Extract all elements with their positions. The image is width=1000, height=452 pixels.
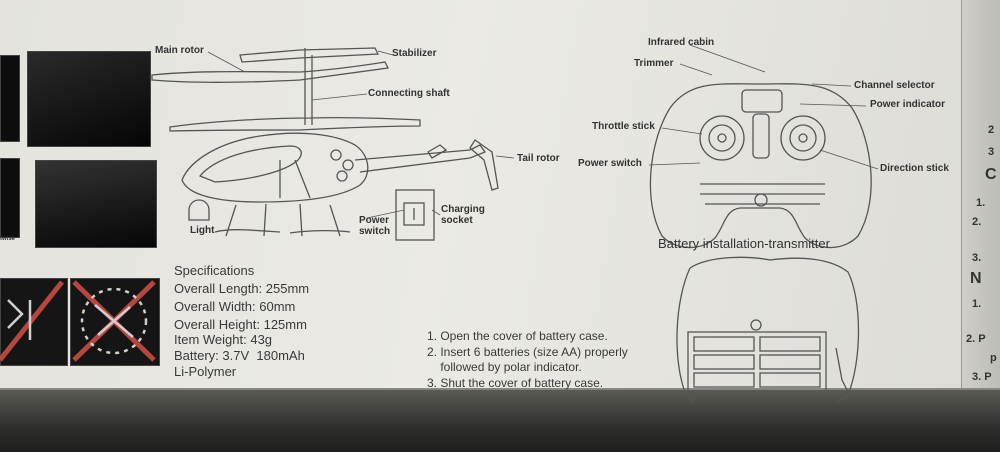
infrared-cabin-label: Infrared cabin — [648, 37, 715, 48]
channel-selector-label: Channel selector — [854, 80, 935, 91]
connecting-shaft-label: Connecting shaft — [368, 88, 450, 99]
box-side-strip — [961, 0, 1000, 402]
main-rotor-label: Main rotor — [155, 45, 204, 56]
tail-rotor-label: Tail rotor — [517, 153, 560, 164]
side-fragment-9: 2. P — [966, 333, 986, 345]
spec-line-2: Overall Width: 60mm — [174, 299, 296, 314]
specifications-heading: Specifications — [174, 263, 255, 278]
direction-stick-label: Direction stick — [880, 163, 949, 174]
helicopter-leader-lines — [207, 50, 515, 219]
transmitter-leader-lines — [648, 44, 879, 170]
side-fragment-8: 1. — [972, 298, 982, 310]
battery-installation-heading: Battery installation-transmitter — [658, 236, 830, 251]
spec-line-4: Item Weight: 43g — [174, 332, 273, 347]
product-photo-mid-left — [0, 158, 20, 238]
background-surface — [0, 390, 1000, 452]
stabilizer-label: Stabilizer — [392, 48, 437, 59]
side-fragment-7: N — [970, 270, 982, 287]
helicopter-line-drawing — [151, 47, 499, 241]
product-photo-top — [27, 51, 151, 147]
transmitter-battery-compartment-drawing — [676, 256, 860, 403]
battery-step-3: 3. Shut the cover of battery case. — [427, 376, 604, 390]
side-fragment-10: p — [990, 352, 997, 364]
side-fragment-3: C — [985, 166, 997, 183]
left-edge-fragment: twise — [0, 236, 16, 242]
transmitter-line-drawing — [649, 83, 872, 249]
side-fragment-4: 1. — [976, 197, 986, 209]
battery-step-2-cont: followed by polar indicator. — [427, 360, 582, 374]
charging-socket-label: Charging socket — [441, 204, 485, 226]
no-use-cross-icon — [0, 280, 156, 362]
side-fragment-5: 2. — [972, 216, 982, 228]
spec-line-1: Overall Length: 255mm — [174, 281, 310, 296]
battery-step-2: 2. Insert 6 batteries (size AA) properly — [427, 345, 628, 359]
battery-step-1: 1. Open the cover of battery case. — [427, 329, 608, 343]
side-fragment-11: 3. P — [972, 371, 992, 383]
trimmer-label: Trimmer — [634, 58, 674, 69]
transmitter-power-switch-label: Power switch — [578, 158, 642, 169]
power-indicator-label: Power indicator — [870, 99, 946, 110]
product-photo-mid — [35, 160, 157, 248]
light-label: Light — [190, 225, 215, 236]
side-fragment-2: 3 — [988, 146, 995, 158]
spec-line-5: Battery: 3.7V 180mAh — [174, 348, 305, 363]
spec-line-6: Li-Polymer — [174, 364, 237, 379]
product-box-panel — [0, 0, 1000, 402]
product-photo-top-left — [0, 55, 20, 142]
side-fragment-1: 2 — [988, 124, 995, 136]
throttle-stick-label: Throttle stick — [592, 121, 655, 132]
power-switch-label: Power switch — [359, 215, 391, 237]
side-fragment-6: 3. — [972, 252, 982, 264]
spec-line-3: Overall Height: 125mm — [174, 317, 307, 332]
